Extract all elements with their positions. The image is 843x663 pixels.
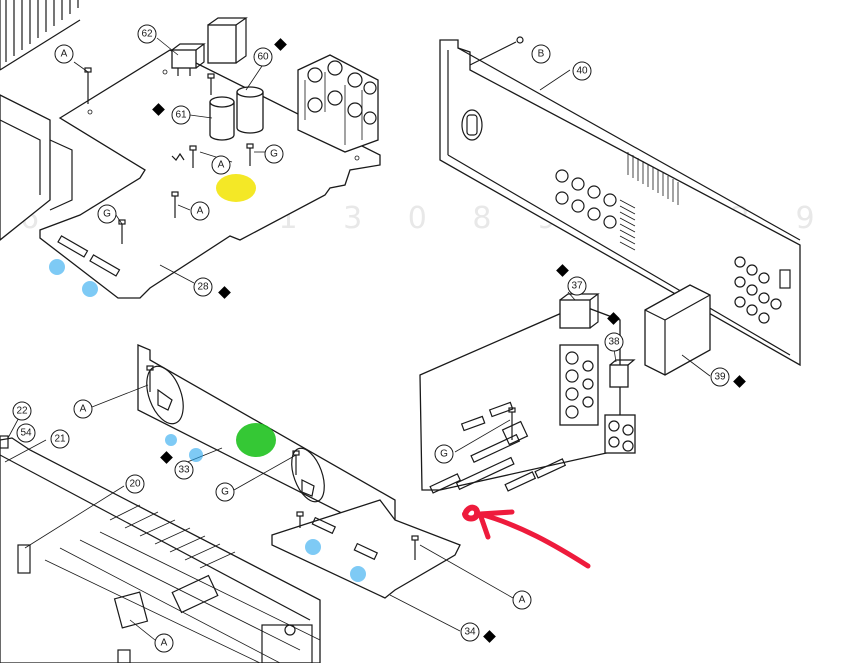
- callout-a-top: A: [54, 44, 74, 64]
- svg-text:62: 62: [141, 29, 153, 40]
- amp-board-34: [271, 499, 461, 599]
- svg-text:A: A: [218, 160, 225, 171]
- svg-text:A: A: [161, 638, 168, 649]
- svg-text:G: G: [221, 487, 229, 498]
- svg-text:G: G: [440, 449, 448, 460]
- svg-text:61: 61: [175, 110, 187, 121]
- callout-60: 60: [253, 47, 273, 67]
- callout-g-top: G: [264, 144, 284, 164]
- svg-text:60: 60: [257, 52, 269, 63]
- yellow-highlight: [216, 174, 256, 202]
- part-39-module: [644, 284, 711, 376]
- speaker-terminal-block: [604, 414, 636, 454]
- callout-39: 39: [710, 367, 730, 387]
- svg-text:40: 40: [576, 66, 588, 77]
- speaker-terminals-top: [297, 54, 379, 153]
- callout-33: 33: [174, 460, 194, 480]
- svg-text:A: A: [519, 595, 526, 606]
- callout-34: 34: [460, 622, 480, 642]
- svg-text:A: A: [80, 404, 87, 415]
- relay-block: [207, 17, 248, 64]
- callout-22: 22: [12, 401, 32, 421]
- callout-54: 54: [16, 423, 36, 443]
- callout-a-bracket: A: [73, 399, 93, 419]
- screw-g-input: [508, 407, 516, 440]
- rear-panel-40: [439, 39, 801, 367]
- leader-lines: [4, 37, 711, 641]
- power-board-28: [39, 49, 381, 299]
- svg-text:A: A: [61, 49, 68, 60]
- callout-20: 20: [125, 474, 145, 494]
- green-highlight: [236, 423, 276, 457]
- callout-21: 21: [50, 429, 70, 449]
- callout-37: 37: [567, 276, 587, 296]
- screws-top-board: [84, 67, 254, 244]
- callout-62: 62: [137, 24, 157, 44]
- svg-text:A: A: [197, 206, 204, 217]
- svg-text:33: 33: [178, 465, 190, 476]
- svg-text:39: 39: [714, 372, 726, 383]
- callout-a-mid: A: [211, 155, 231, 175]
- part-38-connector: [609, 359, 636, 388]
- callout-g-left: G: [97, 204, 117, 224]
- screw-b: [469, 36, 524, 66]
- transformer-block: [0, 94, 73, 241]
- svg-text:G: G: [103, 209, 111, 220]
- svg-text:28: 28: [197, 282, 209, 293]
- svg-text:G: G: [270, 149, 278, 160]
- chassis-bottom: [0, 435, 321, 663]
- callout-g-amp: G: [215, 482, 235, 502]
- svg-text:38: 38: [608, 337, 620, 348]
- svg-text:B: B: [538, 49, 545, 60]
- red-arrow-annotation: [462, 504, 591, 569]
- callout-a-chassis: A: [154, 633, 174, 653]
- part-60-61-capacitors: [209, 86, 264, 141]
- callout-a-low: A: [190, 201, 210, 221]
- svg-text:22: 22: [16, 406, 28, 417]
- svg-text:37: 37: [571, 281, 583, 292]
- svg-text:54: 54: [20, 428, 32, 439]
- callout-a-right: A: [512, 590, 532, 610]
- screws-amp-board: [146, 365, 419, 560]
- svg-text:34: 34: [464, 627, 476, 638]
- callout-28: 28: [193, 277, 213, 297]
- svg-text:21: 21: [54, 434, 66, 445]
- svg-text:20: 20: [129, 479, 141, 490]
- heatsink-fragment: [0, 0, 81, 71]
- callout-g-input: G: [434, 444, 454, 464]
- highlight-marks: [49, 174, 591, 582]
- blue-highlights: [49, 259, 366, 582]
- callout-61: 61: [171, 105, 191, 125]
- part-37-jacks: [559, 293, 600, 426]
- callout-40: 40: [572, 61, 592, 81]
- panel-jack-holes: [555, 169, 791, 324]
- callout-b: B: [531, 44, 551, 64]
- callout-38: 38: [604, 332, 624, 352]
